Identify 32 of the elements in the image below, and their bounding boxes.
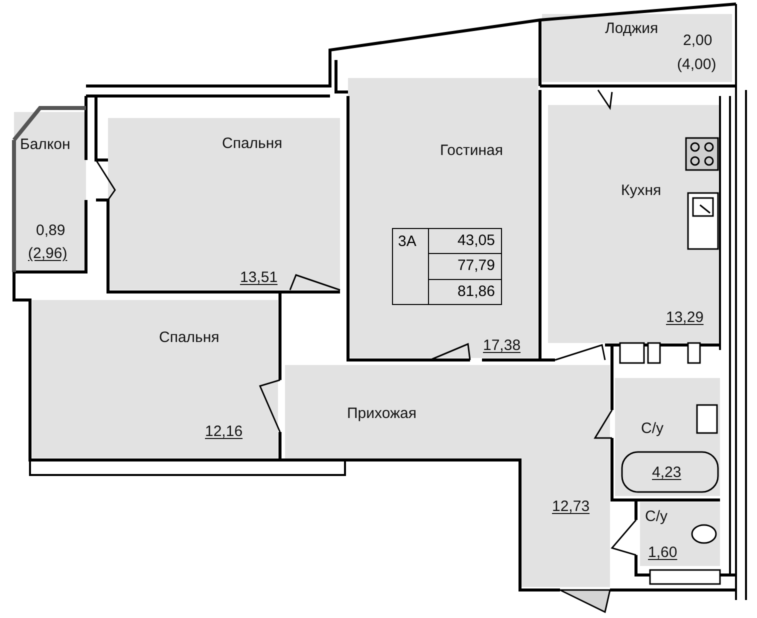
area-value: 2,00: [683, 33, 712, 48]
room-name: Балкон: [20, 137, 70, 152]
area-value: 13,29: [666, 310, 704, 325]
apartment-type: 3А: [397, 232, 418, 249]
table-cell: 43,05: [429, 229, 501, 254]
area-value: (2,96): [28, 246, 68, 261]
room: [32, 300, 278, 458]
room: [348, 78, 538, 358]
room: [548, 105, 720, 343]
area-value: 12,73: [552, 499, 590, 514]
room: [108, 118, 340, 290]
area-value: 0,89: [36, 223, 66, 238]
room: [542, 14, 732, 82]
room-name: Прихожая: [347, 406, 417, 421]
room-name: Спальня: [159, 330, 220, 345]
room: [640, 502, 720, 566]
area-value: (4,00): [677, 57, 716, 72]
room-name: Спальня: [222, 136, 282, 151]
area-table: [392, 228, 502, 305]
area-value: 17,38: [483, 338, 521, 353]
area-value: 12,16: [205, 424, 243, 439]
room-name: С/у: [645, 509, 668, 524]
area-value: 4,23: [652, 465, 682, 480]
room-name: Лоджия: [605, 21, 658, 36]
area-value: 13,51: [240, 270, 278, 285]
table-cell: 77,79: [429, 254, 501, 280]
room-name: С/у: [641, 421, 664, 436]
area-value: 1,60: [648, 545, 678, 560]
room: [14, 112, 86, 272]
table-cell-text: 81,86: [456, 282, 496, 302]
room-name: Кухня: [621, 183, 662, 198]
room-name: Гостиная: [440, 143, 503, 158]
